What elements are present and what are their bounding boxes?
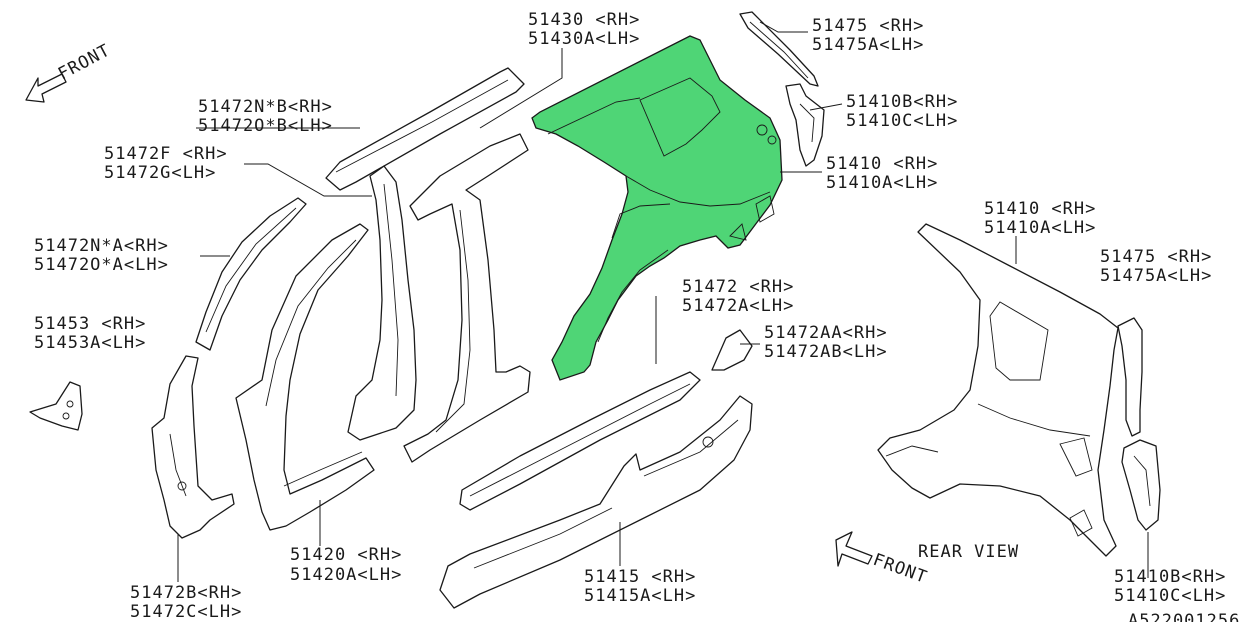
label-51420a-lh: 51420A<LH> xyxy=(290,565,402,585)
label-51472aa-rh: 51472AA<RH> xyxy=(764,323,888,343)
part-51472na[interactable] xyxy=(195,197,307,351)
label-rv-51410a-lh: 51410A<LH> xyxy=(984,218,1096,238)
label-51430-rh: 51430 <RH> xyxy=(528,10,640,30)
label-rv-51410b-rh: 51410B<RH> xyxy=(1114,567,1226,587)
label-51472-rh: 51472 <RH> xyxy=(682,277,794,297)
part-51472aa[interactable] xyxy=(711,329,753,371)
label-51420-rh: 51420 <RH> xyxy=(290,545,402,565)
label-51410c-lh: 51410C<LH> xyxy=(846,111,958,131)
label-51475-rh: 51475 <RH> xyxy=(812,16,924,36)
rear-view-part-51475[interactable] xyxy=(1117,317,1143,437)
label-51453-rh: 51453 <RH> xyxy=(34,314,146,334)
label-51430a-lh: 51430A<LH> xyxy=(528,29,640,49)
label-51472g-lh: 51472G<LH> xyxy=(104,163,216,183)
leader-lines xyxy=(177,21,1149,582)
label-51475a-lh: 51475A<LH> xyxy=(812,35,924,55)
label-rv-51410c-lh: 51410C<LH> xyxy=(1114,586,1226,606)
front-arrow-bottom: FRONT xyxy=(835,531,930,588)
label-51472ob-lh: 51472O*B<LH> xyxy=(198,116,333,136)
front-arrow-top: FRONT xyxy=(25,40,114,103)
part-51410b-top[interactable] xyxy=(785,83,825,167)
label-51472b-rh: 51472B<RH> xyxy=(130,583,242,603)
part-51472-sill[interactable] xyxy=(459,371,701,511)
label-rear-view: REAR VIEW xyxy=(918,542,1019,562)
label-51453a-lh: 51453A<LH> xyxy=(34,333,146,353)
label-51472ab-lh: 51472AB<LH> xyxy=(764,342,888,362)
quarter-panel-51430[interactable] xyxy=(531,35,783,381)
part-51472b[interactable] xyxy=(151,355,235,539)
part-51472f-pillar[interactable] xyxy=(347,165,417,441)
part-51430-inner[interactable] xyxy=(403,133,531,463)
label-51472f-rh: 51472F <RH> xyxy=(104,144,228,164)
front-label-top: FRONT xyxy=(55,40,114,84)
rear-view-part-51410b[interactable] xyxy=(1121,439,1161,531)
label-diagram-code: A522001256 xyxy=(1128,611,1240,622)
label-51472nb-rh: 51472N*B<RH> xyxy=(198,97,333,117)
label-51415-rh: 51415 <RH> xyxy=(584,567,696,587)
label-51472a-lh: 51472A<LH> xyxy=(682,296,794,316)
label-51472c-lh: 51472C<LH> xyxy=(130,602,242,622)
label-rv-51410-rh: 51410 <RH> xyxy=(984,199,1096,219)
part-51453[interactable] xyxy=(29,381,83,431)
part-51420[interactable] xyxy=(235,223,375,531)
part-51415-sill[interactable] xyxy=(439,395,753,609)
label-51410a-lh: 51410A<LH> xyxy=(826,173,938,193)
label-51472oa-lh: 51472O*A<LH> xyxy=(34,255,169,275)
rear-view-quarter-panel[interactable] xyxy=(877,223,1119,557)
label-51415a-lh: 51415A<LH> xyxy=(584,586,696,606)
label-rv-51475a-lh: 51475A<LH> xyxy=(1100,266,1212,286)
label-51410b-rh: 51410B<RH> xyxy=(846,92,958,112)
label-51472na-rh: 51472N*A<RH> xyxy=(34,236,169,256)
quarter-panel-highlight[interactable] xyxy=(531,35,783,381)
label-rv-51475-rh: 51475 <RH> xyxy=(1100,247,1212,267)
part-51472nb-rail[interactable] xyxy=(325,67,525,191)
label-51410-rh: 51410 <RH> xyxy=(826,154,938,174)
